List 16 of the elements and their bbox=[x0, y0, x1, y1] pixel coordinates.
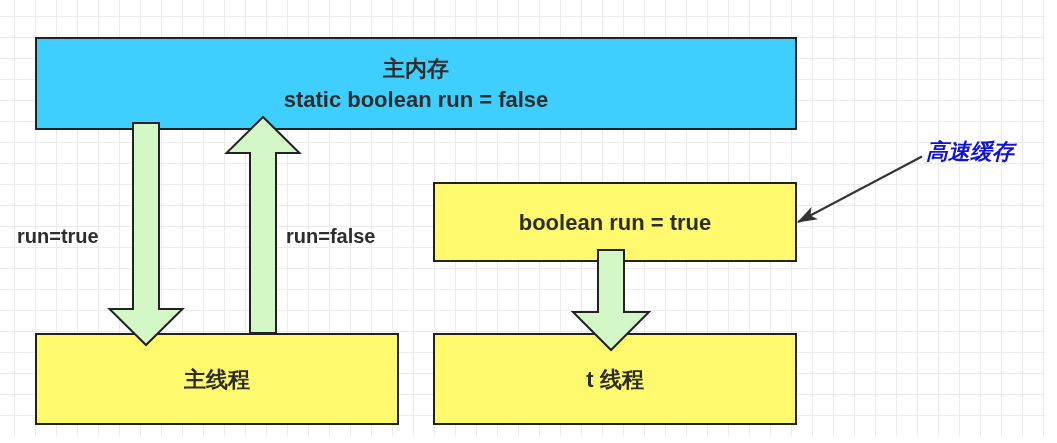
block-arrow bbox=[224, 115, 302, 334]
box-label: t 线程 bbox=[586, 365, 644, 394]
box-label: 主线程 bbox=[184, 365, 250, 394]
callout-label: 高速缓存 bbox=[922, 137, 1022, 167]
box-text: static boolean run = false bbox=[283, 85, 549, 114]
arrow bbox=[797, 155, 923, 223]
edge-label: run=true bbox=[17, 224, 99, 249]
box-label: boolean run = true bbox=[518, 208, 712, 237]
memory-box bbox=[35, 37, 797, 130]
block-arrow bbox=[570, 249, 652, 352]
cache-box bbox=[433, 182, 797, 262]
thread-box bbox=[433, 333, 797, 425]
edge-label: run=false bbox=[286, 224, 376, 249]
box-heading: 主内存 bbox=[383, 54, 449, 83]
block-arrow bbox=[107, 122, 185, 347]
thread-box bbox=[35, 333, 399, 425]
